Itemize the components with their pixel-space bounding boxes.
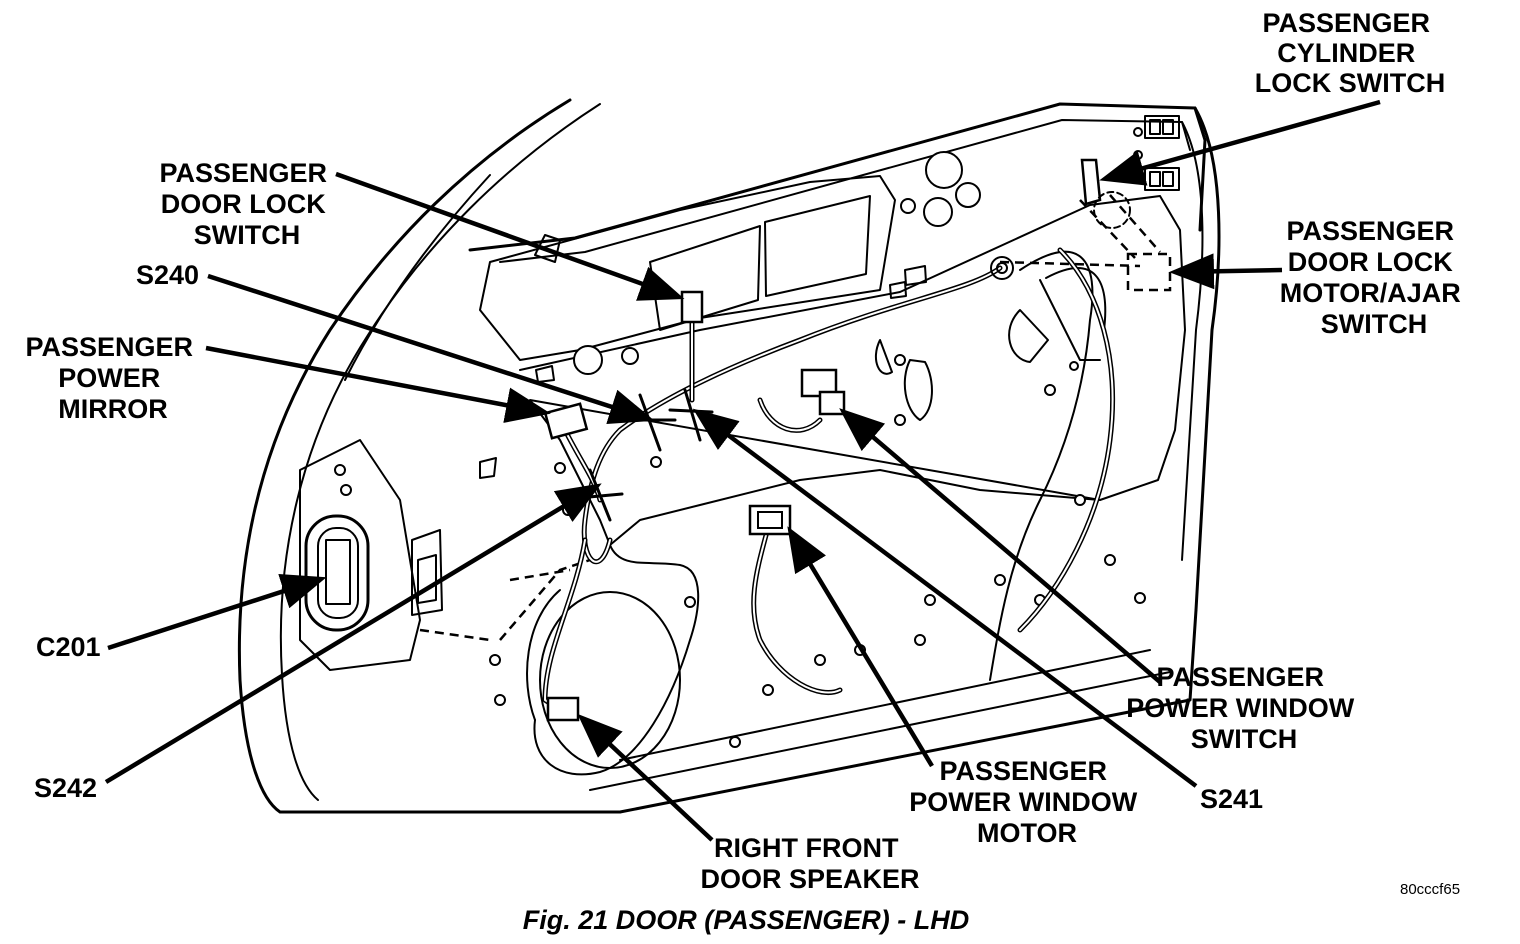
arrow-power-window-motor bbox=[787, 526, 934, 768]
label-power-window-motor: PASSENGER POWER WINDOW MOTOR bbox=[909, 756, 1145, 848]
label-s242: S242 bbox=[34, 773, 97, 803]
window-regulator bbox=[419, 194, 1161, 681]
labels: PASSENGER CYLINDER LOCK SWITCH PASSENGER… bbox=[25, 8, 1469, 935]
arrow-s242 bbox=[104, 483, 602, 784]
label-door-speaker: RIGHT FRONT DOOR SPEAKER bbox=[700, 833, 919, 894]
door-speaker-connector bbox=[546, 696, 580, 722]
arrow-cylinder-lock bbox=[1099, 99, 1381, 186]
door-holes bbox=[334, 127, 1146, 748]
arrow-s240 bbox=[207, 273, 655, 425]
arrow-c201 bbox=[107, 573, 327, 651]
leader-arrows bbox=[104, 99, 1381, 842]
arrow-door-lock-motor bbox=[1169, 253, 1283, 290]
cylinder-lock-switch bbox=[1080, 158, 1102, 206]
power-mirror-connector bbox=[543, 402, 589, 440]
label-door-lock-motor: PASSENGER DOOR LOCK MOTOR/AJAR SWITCH bbox=[1280, 216, 1469, 339]
label-door-lock-switch: PASSENGER DOOR LOCK SWITCH bbox=[159, 158, 334, 250]
arrow-power-mirror bbox=[205, 345, 551, 423]
arrow-power-window-switch bbox=[839, 408, 1162, 684]
door-lock-motor bbox=[1126, 252, 1172, 292]
label-power-mirror: PASSENGER POWER MIRROR bbox=[25, 332, 200, 424]
door-illustration bbox=[237, 98, 1221, 814]
components bbox=[543, 158, 1172, 722]
figure-caption: Fig. 21 DOOR (PASSENGER) - LHD bbox=[523, 905, 970, 935]
arrow-door-speaker bbox=[577, 713, 714, 842]
figure-code: 80cccf65 bbox=[1400, 881, 1460, 898]
label-cylinder-lock: PASSENGER CYLINDER LOCK SWITCH bbox=[1255, 8, 1445, 98]
arrow-door-lock-switch bbox=[335, 171, 685, 301]
label-power-window-switch: PASSENGER POWER WINDOW SWITCH bbox=[1126, 662, 1362, 754]
arrow-s241 bbox=[692, 408, 1198, 788]
door-lock-switch-connector bbox=[680, 290, 704, 324]
label-s240: S240 bbox=[136, 260, 199, 290]
label-s241: S241 bbox=[1200, 784, 1263, 814]
label-c201: C201 bbox=[36, 632, 101, 662]
